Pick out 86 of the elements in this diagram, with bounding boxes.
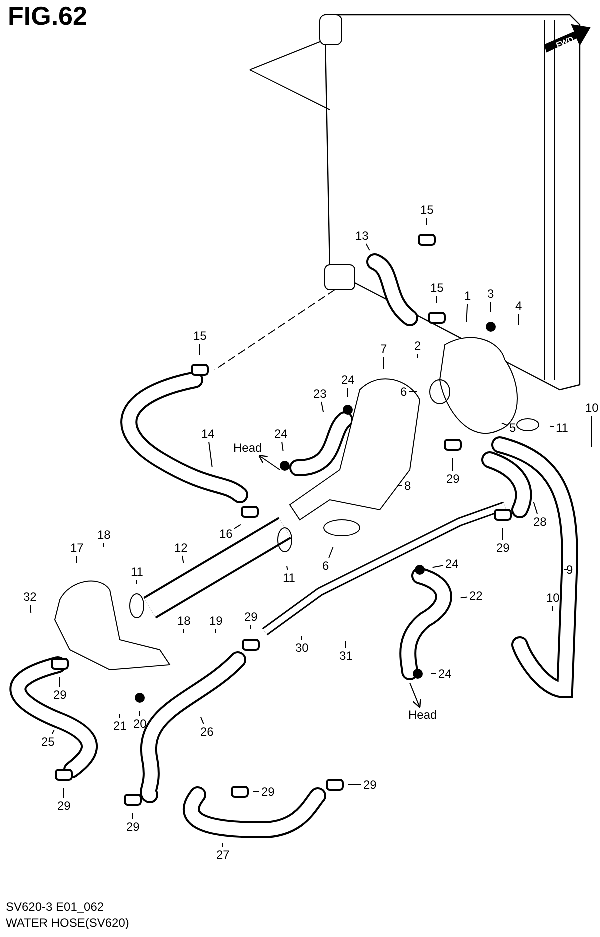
callout-number: 18 — [178, 614, 191, 628]
leader-line — [282, 442, 284, 452]
callout-number: 8 — [404, 479, 412, 493]
callout-number: 11 — [131, 565, 144, 579]
leader-line — [533, 502, 538, 514]
callout-number: 9 — [566, 563, 574, 577]
leader-line — [182, 556, 184, 564]
leader-line — [466, 304, 468, 323]
callout-number: 29 — [126, 820, 140, 834]
leader-line — [502, 528, 504, 540]
callout-number: 24 — [438, 667, 452, 681]
leader-line — [550, 426, 554, 428]
callout-number: 23 — [314, 387, 327, 401]
leader-line — [200, 716, 204, 724]
callout-number: 27 — [216, 848, 230, 862]
callout-number: 29 — [496, 541, 510, 555]
leader-line — [234, 524, 242, 530]
leader-line — [132, 812, 134, 820]
callout-number: 15 — [420, 203, 434, 217]
title-heading: FIG.62 — [8, 2, 88, 31]
leader-line — [366, 244, 370, 252]
callout-number: 2 — [414, 339, 422, 353]
leader-line — [76, 556, 78, 564]
callout-number: 29 — [58, 799, 71, 813]
callout-number: 18 — [98, 528, 111, 542]
callout-number: 22 — [470, 589, 483, 603]
leader-line — [208, 442, 213, 468]
callout-number: 32 — [24, 590, 37, 604]
callout-number: 12 — [174, 541, 188, 555]
callout-number: 29 — [364, 778, 377, 792]
callout-number: 6 — [400, 385, 408, 399]
drawing-code: SV620-3 E01_062 — [6, 900, 104, 915]
callout-number: 3 — [488, 287, 494, 301]
leader-line — [490, 302, 492, 312]
arrow — [410, 682, 422, 708]
callout-number: 19 — [210, 614, 223, 628]
caption-text: WATER HOSE(SV620) — [6, 916, 130, 931]
leader-line — [501, 422, 508, 426]
leader-line — [321, 402, 324, 413]
callout-number: 21 — [114, 719, 127, 733]
callout-number: 1 — [464, 289, 472, 303]
callout-number: 29 — [244, 610, 258, 624]
callout-number: 15 — [194, 329, 207, 343]
callout-number: 11 — [283, 571, 296, 585]
callout-number: Head — [234, 441, 262, 455]
leader-line — [52, 730, 55, 734]
callout-number: 4 — [516, 299, 522, 313]
leader-line — [286, 566, 288, 570]
callout-number: 5 — [510, 421, 516, 435]
callout-number: 24 — [342, 373, 355, 387]
callout-number: Head — [408, 708, 438, 722]
callout-number: 30 — [296, 641, 309, 655]
callout-number: 29 — [54, 688, 67, 702]
leader-line — [452, 458, 454, 472]
leader-line — [136, 580, 138, 584]
leader-line — [222, 842, 224, 848]
callout-number: 17 — [70, 541, 84, 555]
leader-line — [432, 565, 444, 568]
leader-line — [30, 604, 32, 614]
callout-number: 31 — [340, 649, 353, 663]
arrow — [258, 454, 280, 470]
callout-number: 29 — [446, 472, 460, 486]
callout-number: 26 — [200, 725, 214, 739]
leader-line — [348, 784, 362, 786]
leader-line — [460, 596, 468, 599]
callout-number: 25 — [42, 735, 55, 749]
callout-number: 10 — [586, 401, 599, 415]
callout-number: 7 — [380, 342, 388, 356]
leader-line — [436, 296, 438, 304]
leader-line — [518, 314, 520, 326]
leader-line — [552, 606, 554, 612]
leader-line — [250, 624, 252, 630]
leader-line — [426, 218, 428, 226]
callout-number: 15 — [430, 281, 444, 295]
callout-number: 20 — [134, 717, 147, 731]
callout-number: 10 — [546, 591, 560, 605]
callout-number: 13 — [356, 229, 369, 243]
callout-number: 28 — [534, 515, 547, 529]
callout-number: 29 — [262, 785, 275, 799]
callout-number: 24 — [446, 557, 459, 571]
callout-number: 16 — [220, 527, 233, 541]
callout-number: 6 — [322, 559, 330, 573]
callout-number: 14 — [202, 427, 215, 441]
callout-number: 24 — [274, 427, 288, 441]
leader-line — [328, 546, 334, 558]
callout-number: 11 — [556, 421, 568, 435]
